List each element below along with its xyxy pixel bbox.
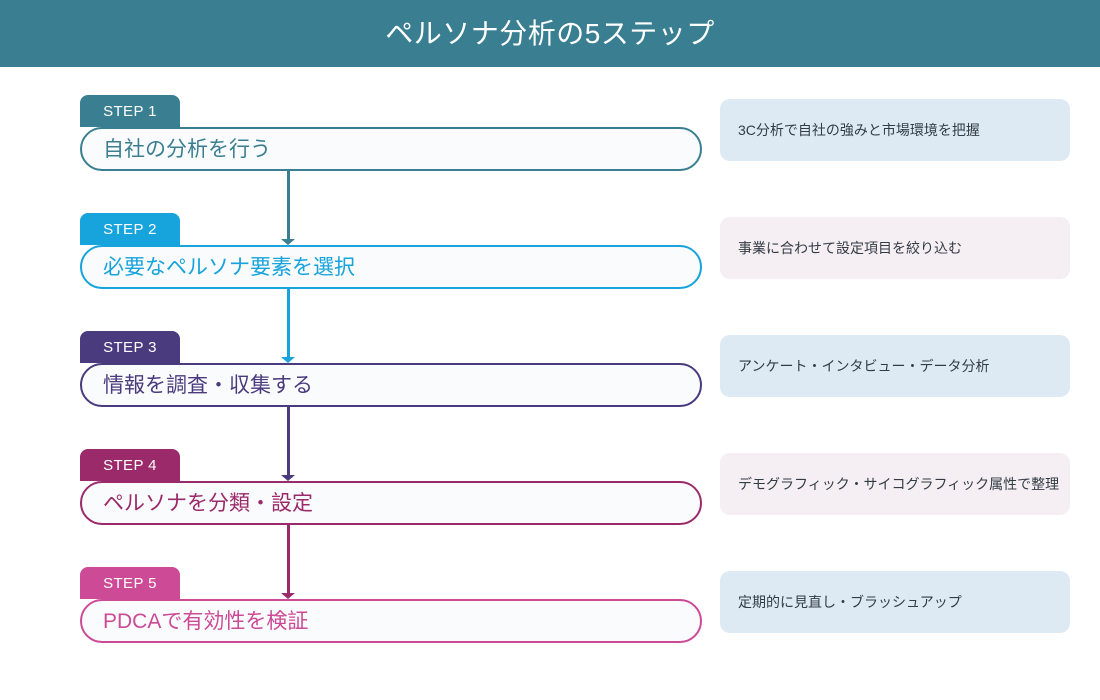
step-label: PDCAで有効性を検証 <box>103 609 309 633</box>
connector-arrow-icon <box>281 475 295 481</box>
description-text: アンケート・インタビュー・データ分析 <box>738 358 990 374</box>
description-text: 定期的に見直し・ブラッシュアップ <box>738 594 962 610</box>
step-pill[interactable]: 必要なペルソナ要素を選択 <box>80 245 702 289</box>
step-label: ペルソナを分類・設定 <box>103 491 313 515</box>
connector-arrow-icon <box>281 357 295 363</box>
connector-line <box>287 525 290 593</box>
step-pill[interactable]: ペルソナを分類・設定 <box>80 481 702 525</box>
step-badge: STEP 2 <box>80 213 180 245</box>
description-text: デモグラフィック・サイコグラフィック属性で整理 <box>738 476 1060 492</box>
step-pill[interactable]: 情報を調査・収集する <box>80 363 702 407</box>
connector-arrow-icon <box>281 239 295 245</box>
step-label: 自社の分析を行う <box>103 137 271 161</box>
step-pill[interactable]: PDCAで有効性を検証 <box>80 599 702 643</box>
step-pill[interactable]: 自社の分析を行う <box>80 127 702 171</box>
step-badge: STEP 1 <box>80 95 180 127</box>
description-card: 定期的に見直し・ブラッシュアップ <box>720 571 1070 633</box>
step-badge: STEP 4 <box>80 449 180 481</box>
connector-line <box>287 289 290 357</box>
page-title: ペルソナ分析の5ステップ <box>385 17 715 49</box>
connector-line <box>287 407 290 475</box>
header-bar: ペルソナ分析の5ステップ <box>0 0 1100 67</box>
description-card: アンケート・インタビュー・データ分析 <box>720 335 1070 397</box>
description-text: 事業に合わせて設定項目を絞り込む <box>738 240 962 256</box>
step-label: 情報を調査・収集する <box>103 373 313 397</box>
connector-arrow-icon <box>281 593 295 599</box>
description-card: デモグラフィック・サイコグラフィック属性で整理 <box>720 453 1070 515</box>
description-card: 3C分析で自社の強みと市場環境を把握 <box>720 99 1070 161</box>
description-card: 事業に合わせて設定項目を絞り込む <box>720 217 1070 279</box>
connector-line <box>287 171 290 239</box>
description-text: 3C分析で自社の強みと市場環境を把握 <box>738 122 980 138</box>
step-badge: STEP 3 <box>80 331 180 363</box>
steps-flow-area: STEP 1 自社の分析を行う 3C分析で自社の強みと市場環境を把握 STEP 2 必要… <box>0 67 1100 700</box>
step-label: 必要なペルソナ要素を選択 <box>103 255 355 279</box>
step-badge: STEP 5 <box>80 567 180 599</box>
